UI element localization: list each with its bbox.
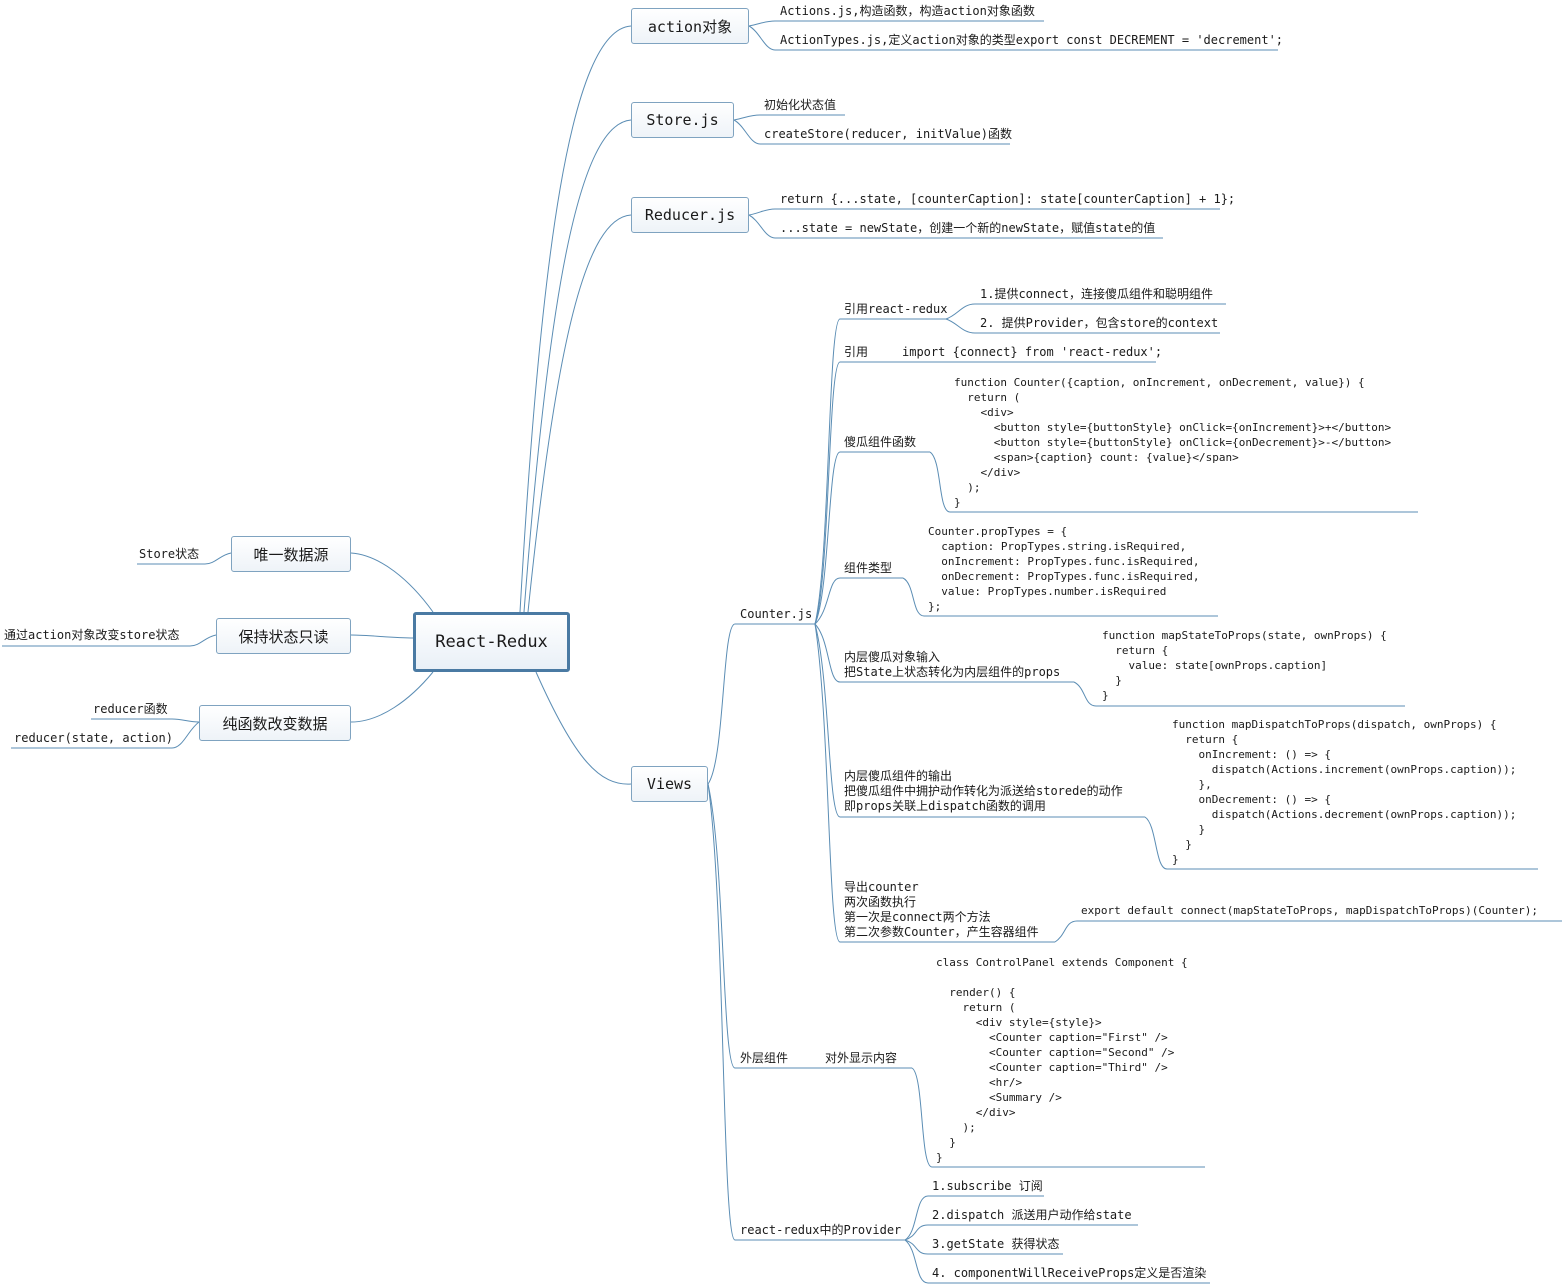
- node-counter-js[interactable]: Counter.js: [740, 607, 813, 621]
- node-store[interactable]: Store.js: [631, 102, 734, 138]
- node-single-source[interactable]: 唯一数据源: [231, 536, 351, 572]
- state-to-props-code[interactable]: function mapStateToProps(state, ownProps…: [1102, 629, 1387, 702]
- provider-child-2[interactable]: 2.dispatch 派送用户动作给state: [932, 1208, 1132, 1222]
- pure-function-child-2[interactable]: reducer(state, action): [14, 731, 173, 745]
- single-source-child[interactable]: Store状态: [139, 547, 200, 561]
- react-redux-provider[interactable]: 2. 提供Provider，包含store的context: [980, 316, 1219, 330]
- readonly-state-child[interactable]: 通过action对象改变store状态: [4, 628, 180, 642]
- node-prop-types[interactable]: 组件类型: [844, 561, 893, 575]
- export-counter-code[interactable]: export default connect(mapStateToProps, …: [1081, 904, 1538, 917]
- node-dispatch-to-props[interactable]: 内层傻瓜组件的输出 把傻瓜组件中拥护动作转化为派送给storede的动作 即pr…: [844, 769, 1123, 813]
- react-redux-connect[interactable]: 1.提供connect，连接傻瓜组件和聪明组件: [980, 287, 1214, 301]
- action-child-1[interactable]: Actions.js,构造函数，构造action对象函数: [780, 4, 1035, 18]
- outer-component-code[interactable]: class ControlPanel extends Component { r…: [936, 956, 1188, 1164]
- store-child-2[interactable]: createStore(reducer, initValue)函数: [764, 127, 1012, 141]
- node-provider[interactable]: react-redux中的Provider: [740, 1223, 902, 1237]
- node-reducer[interactable]: Reducer.js: [631, 197, 749, 233]
- provider-child-3[interactable]: 3.getState 获得状态: [932, 1237, 1060, 1251]
- node-readonly-state[interactable]: 保持状态只读: [216, 618, 351, 654]
- import-statement[interactable]: import {connect} from 'react-redux';: [902, 345, 1163, 359]
- store-child-1[interactable]: 初始化状态值: [764, 98, 837, 112]
- provider-child-4[interactable]: 4. componentWillReceiveProps定义是否渲染: [932, 1266, 1207, 1280]
- node-dumb-component[interactable]: 傻瓜组件函数: [844, 435, 917, 449]
- outer-component-display[interactable]: 对外显示内容: [825, 1051, 898, 1065]
- reducer-child-2[interactable]: ...state = newState，创建一个新的newState，赋值sta…: [780, 221, 1156, 235]
- node-views[interactable]: Views: [631, 766, 708, 802]
- node-import-label[interactable]: 引用: [844, 345, 869, 359]
- provider-child-1[interactable]: 1.subscribe 订阅: [932, 1179, 1043, 1193]
- action-child-2[interactable]: ActionTypes.js,定义action对象的类型export const…: [780, 33, 1284, 47]
- node-state-to-props[interactable]: 内层傻瓜对象输入 把State上状态转化为内层组件的props: [844, 650, 1061, 679]
- reducer-child-1[interactable]: return {...state, [counterCaption]: stat…: [780, 192, 1236, 206]
- node-pure-function[interactable]: 纯函数改变数据: [199, 705, 351, 741]
- node-action[interactable]: action对象: [631, 8, 749, 44]
- dispatch-to-props-code[interactable]: function mapDispatchToProps(dispatch, ow…: [1172, 718, 1517, 866]
- node-react-redux-ref[interactable]: 引用react-redux: [844, 302, 948, 316]
- dumb-component-code[interactable]: function Counter({caption, onIncrement, …: [954, 376, 1392, 509]
- prop-types-code[interactable]: Counter.propTypes = { caption: PropTypes…: [928, 525, 1200, 613]
- pure-function-child-1[interactable]: reducer函数: [93, 702, 168, 716]
- node-export-counter[interactable]: 导出counter 两次函数执行 第一次是connect两个方法 第二次参数Co…: [844, 880, 1039, 939]
- root-node[interactable]: React-Redux: [413, 612, 570, 672]
- node-outer-component[interactable]: 外层组件: [740, 1051, 789, 1065]
